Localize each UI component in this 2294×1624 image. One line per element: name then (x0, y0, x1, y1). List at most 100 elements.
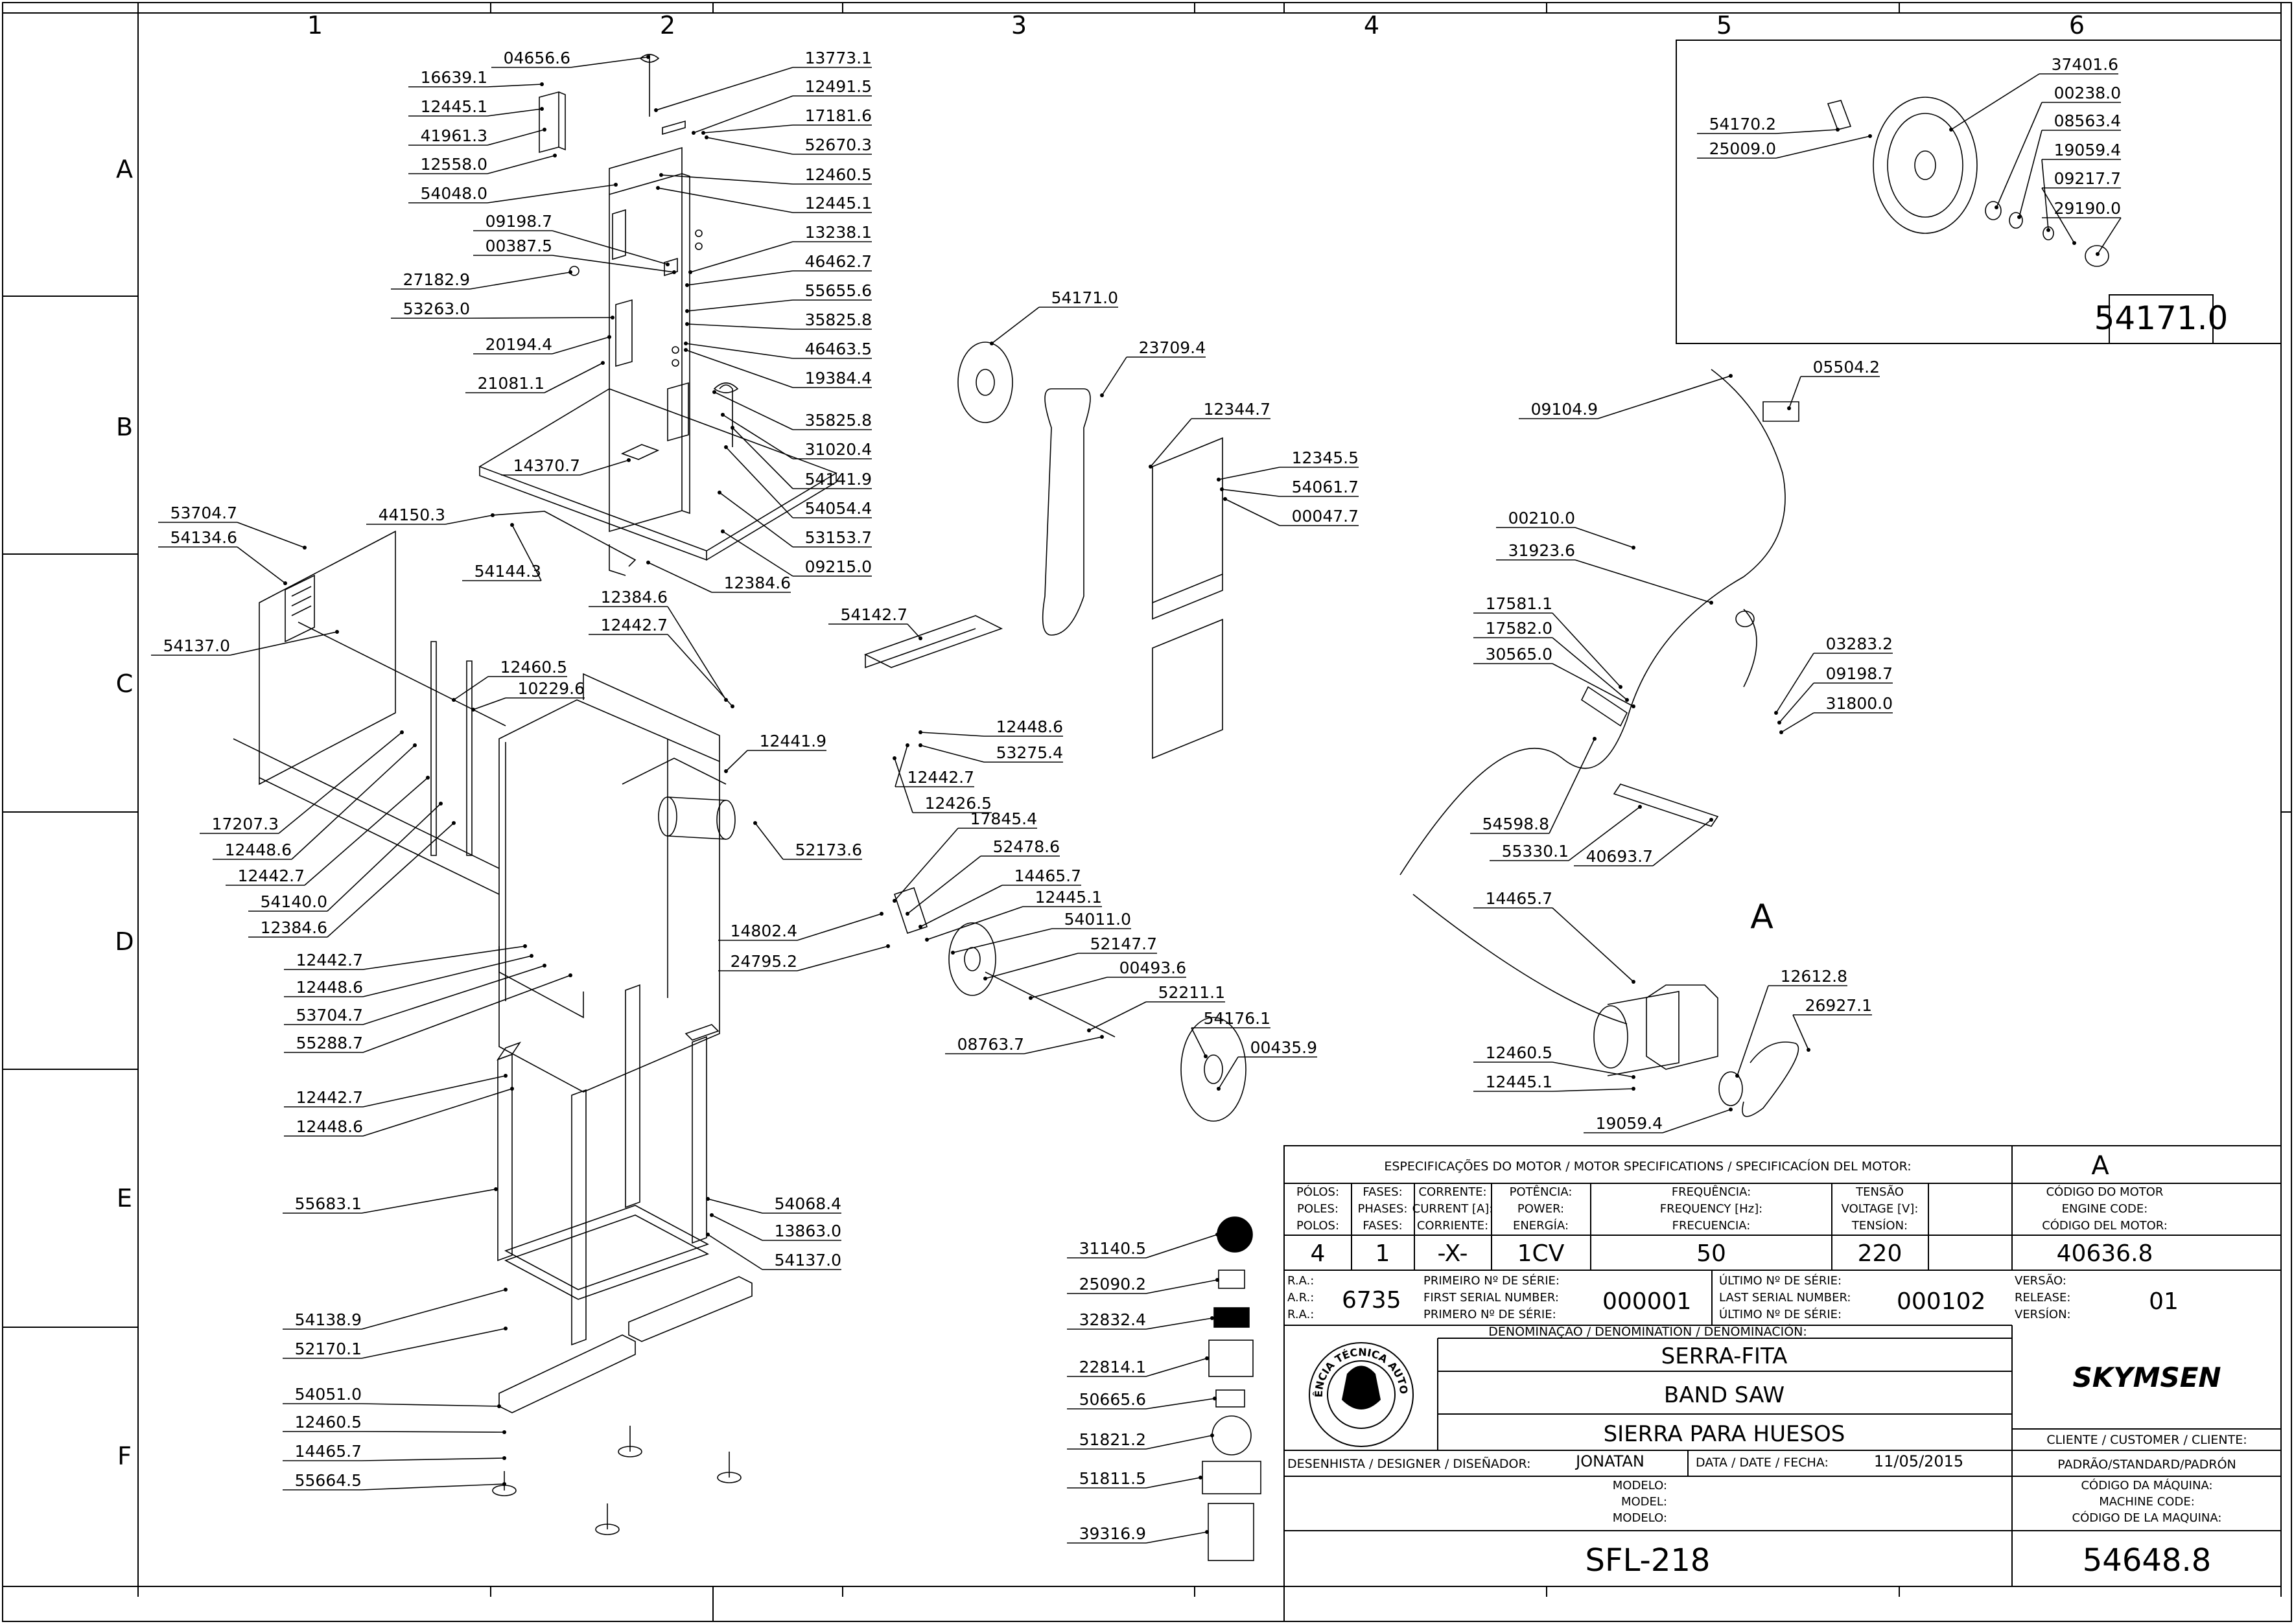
callout-leader (552, 255, 675, 273)
part-callout-detail-2: 37401.6 (2052, 55, 2118, 74)
callout-leader (714, 391, 793, 430)
motor-callout-letter: A (1750, 898, 1773, 936)
part-callout-labels_column-0: 31140.5 (1079, 1239, 1146, 1258)
leader-arrow (1205, 1356, 1209, 1360)
brand-logo: SKYMSEN (2072, 1362, 2221, 1393)
leader-arrow (886, 944, 890, 948)
machine-code-label-3: CÓDIGO DE LA MAQUINA: (2072, 1511, 2222, 1525)
name-en: BAND SAW (1664, 1382, 1785, 1408)
callout-leader (1652, 819, 1712, 866)
callout-leader (1145, 1358, 1208, 1377)
callout-leader (920, 732, 985, 737)
callout-leader (1781, 712, 1814, 733)
callout-leader (362, 945, 526, 970)
part-callout-stand-1: 12448.6 (296, 1117, 363, 1136)
part-callout-stand-7: 52170.1 (295, 1340, 362, 1358)
callout-leader (361, 1457, 505, 1461)
client-value: PADRÃO/STANDARD/PADRÓN (2057, 1456, 2236, 1472)
callout-leader (657, 187, 793, 213)
callout-leader (1145, 1531, 1208, 1544)
part-callout-body-8: 52173.6 (795, 841, 862, 859)
part-callout-motor-12: 40693.7 (1586, 847, 1653, 866)
part-callout-head-24: 35825.8 (805, 411, 872, 430)
part-callout-center-8: 53275.4 (996, 743, 1063, 762)
part-callout-detail-1: 25009.0 (1709, 139, 1776, 158)
spec-header-1-0: FASES: (1363, 1185, 1402, 1199)
blade-guide-part (863, 342, 1223, 760)
leader-arrow (335, 630, 339, 634)
callout-leader (725, 750, 748, 772)
callout-leader (278, 732, 403, 834)
callout-leader (952, 928, 1053, 953)
part-callout-center-11: 17845.4 (970, 809, 1037, 828)
leader-arrow (684, 342, 688, 345)
part-callout-labels_column-5: 51821.2 (1079, 1430, 1146, 1449)
machine-code-label-2: MACHINE CODE: (2099, 1495, 2195, 1509)
part-callout-center-3: 12345.5 (1292, 448, 1359, 467)
detail-code: 54171.0 (2094, 299, 2229, 337)
spec-header-6-2: CÓDIGO DEL MOTOR: (2042, 1218, 2168, 1233)
leader-arrow (685, 309, 689, 313)
spec-header-3-2: ENERGÍA: (1513, 1218, 1569, 1233)
callout-leader (667, 634, 733, 707)
last-serial-label-1: ÚLTIMO Nº DE SÉRIE: (1719, 1273, 1842, 1288)
name-pt: SERRA-FITA (1661, 1343, 1788, 1369)
leader-arrow (2096, 252, 2100, 256)
zone-row-b: B (116, 413, 133, 441)
name-es: SIERRA PARA HUESOS (1604, 1421, 1845, 1447)
leader-arrow (1638, 805, 1642, 809)
callout-leader (703, 124, 793, 133)
leader-arrow (731, 426, 734, 430)
spec-value-0: 4 (1311, 1240, 1326, 1267)
part-callout-head-2: 12445.1 (421, 97, 487, 116)
part-callout-motor-4: 17581.1 (1486, 594, 1552, 613)
callout-leader (361, 1289, 506, 1330)
leader-arrow (413, 743, 417, 747)
leader-arrow (452, 821, 456, 825)
leader-arrow (706, 1197, 710, 1201)
callout-leader (2097, 217, 2122, 255)
callout-leader (487, 129, 545, 146)
spec-header-0-1: POLES: (1297, 1202, 1339, 1216)
leader-arrow (906, 743, 909, 747)
part-callout-center-6: 54142.7 (841, 605, 907, 624)
zone-col-3: 3 (1011, 11, 1027, 40)
callout-leader (725, 447, 793, 518)
callout-leader (1779, 682, 1814, 723)
part-callout-center-15: 54011.0 (1064, 910, 1131, 929)
parts-illustration (233, 54, 2109, 1561)
callout-leader (655, 67, 793, 111)
leader-arrow (1807, 1048, 1810, 1052)
part-callout-motor-9: 31800.0 (1826, 694, 1893, 713)
part-callout-body-12: 54140.0 (261, 892, 327, 911)
motor-spec-header: ESPECIFICAÇÕES DO MOTOR / MOTOR SPECIFIC… (1384, 1159, 1911, 1174)
part-callout-body-9: 17207.3 (212, 815, 279, 833)
callout-leader (2041, 159, 2049, 231)
leader-arrow (543, 128, 546, 132)
leader-arrow (710, 1213, 714, 1217)
leader-arrow (1632, 546, 1635, 550)
part-callout-motor-15: 26927.1 (1805, 996, 1872, 1015)
seal-text: ASSISTÊNCIA TÉCNICA AUTORIZADA (0, 0, 1410, 1397)
leader-arrow (540, 107, 544, 111)
leader-arrow (510, 523, 514, 527)
first-serial-value: 000001 (1602, 1288, 1691, 1315)
leader-arrow (656, 186, 660, 190)
callout-leader (1552, 612, 1621, 688)
spec-value-4: 50 (1696, 1240, 1726, 1267)
callout-leader (1996, 102, 2042, 208)
denomination-header: DENOMINAÇÃO / DENOMINATION / DENOMINACIÓ… (1488, 1323, 1807, 1339)
leader-arrow (627, 458, 631, 462)
leader-arrow (706, 1233, 710, 1236)
part-callout-center-1: 23709.4 (1139, 338, 1206, 357)
spec-header-0-0: PÓLOS: (1296, 1185, 1339, 1199)
callout-leader (469, 272, 571, 290)
callout-leader (894, 828, 959, 901)
leader-arrow (705, 135, 708, 139)
part-callout-stand-3: 54068.4 (775, 1194, 841, 1213)
part-callout-head-0: 04656.6 (504, 49, 570, 67)
callout-leader (304, 777, 428, 886)
callout-leader (722, 531, 793, 577)
callout-leader (707, 1234, 763, 1270)
